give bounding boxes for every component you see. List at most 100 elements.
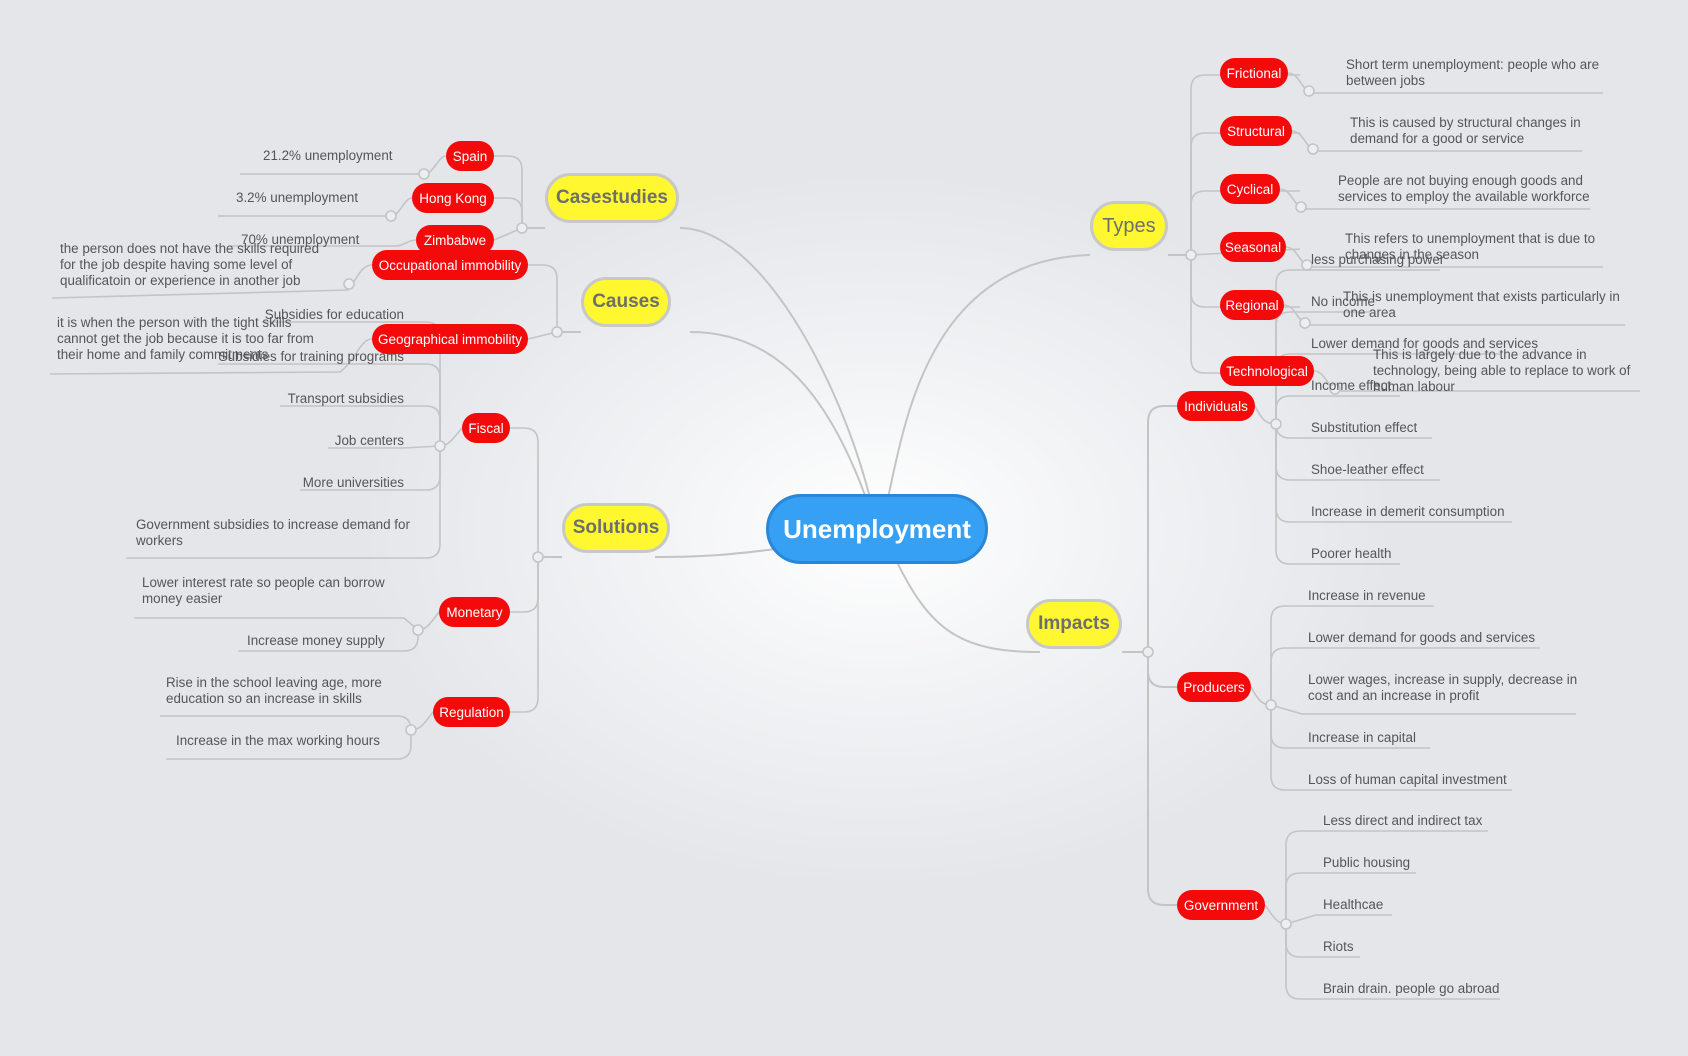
leaf-individuals-5: Shoe-leather effect [1311,462,1424,477]
subtopic-producers[interactable]: Producers [1177,672,1251,702]
leaf-government-0: Less direct and indirect tax [1323,813,1483,828]
connector-dot [1299,317,1311,329]
connector [1285,872,1316,924]
subtopic-spain[interactable]: Spain [446,141,494,171]
connector [1270,647,1302,705]
connector-dot [516,222,528,234]
connector-dot [1295,201,1307,213]
subtopic-government[interactable]: Government [1177,890,1265,920]
leaf-spain: 21.2% unemployment [263,148,393,163]
connector [494,197,523,228]
leaf-zimbabwe: 70% unemployment [241,232,360,247]
connector-dot [418,168,430,180]
topic-solutions[interactable]: Solutions [562,503,670,553]
topic-casestudies[interactable]: Casestudies [545,173,679,223]
connector-dot [434,440,446,452]
connector [403,630,419,652]
leaf-individuals-4: Substitution effect [1311,420,1418,435]
leaf-government-3: Riots [1323,939,1354,954]
connector-dot [1303,85,1315,97]
leaf-regulation-1: Increase in the max working hours [176,733,380,748]
subtopic-monetary[interactable]: Monetary [439,597,510,627]
connector-dot [551,326,563,338]
leaf-geographical-immobility: it is when the person with the tight ski… [57,315,314,362]
connector [510,557,539,713]
connector-dot [412,624,424,636]
connector [1147,652,1177,906]
subtopic-hong-kong[interactable]: Hong Kong [412,183,494,213]
subtopic-structural[interactable]: Structural [1220,116,1292,146]
leaf-regional: This is unemployment that exists particu… [1343,289,1620,320]
leaf-fiscal-4: More universities [302,475,404,490]
subtopic-occupational-immobility[interactable]: Occupational immobility [372,250,528,280]
leaf-government-4: Brain drain. people go abroad [1323,981,1500,996]
subtopic-seasonal[interactable]: Seasonal [1220,232,1286,262]
connector [403,445,441,449]
subtopic-frictional[interactable]: Frictional [1220,58,1288,88]
leaf-individuals-7: Poorer health [1311,546,1392,561]
subtopic-technological[interactable]: Technological [1220,356,1314,386]
connector [404,446,441,491]
subtopic-regulation[interactable]: Regulation [433,697,510,727]
connector [679,227,871,499]
leaf-fiscal-2: Transport subsidies [287,391,404,406]
leaf-individuals-2: Lower demand for goods and services [1311,336,1539,351]
connector [49,338,373,375]
leaf-fiscal-5: Government subsidies to increase demand … [136,517,410,548]
leaf-individuals-6: Increase in demerit consumption [1311,504,1505,519]
connector-dot [385,210,397,222]
subtopic-regional[interactable]: Regional [1220,290,1284,320]
connector [1190,255,1300,374]
connector [396,730,412,760]
connector [1275,395,1306,424]
leaf-individuals-0: less purchasing power [1311,252,1445,267]
connector-dot [1185,249,1197,261]
topic-impacts[interactable]: Impacts [1026,599,1122,649]
leaf-producers-0: Increase in revenue [1308,588,1426,603]
connector [895,559,1041,653]
topic-causes[interactable]: Causes [581,277,671,327]
connector [1190,74,1300,255]
subtopic-fiscal[interactable]: Fiscal [462,413,510,443]
leaf-individuals-3: Income effect [1311,378,1392,393]
central-topic[interactable]: Unemployment [766,494,988,564]
leaf-structural: This is caused by structural changes in … [1350,115,1581,146]
topic-types[interactable]: Types [1090,201,1168,251]
leaf-government-1: Public housing [1323,855,1411,870]
connector [1190,132,1300,255]
leaf-government-2: Healthcae [1323,897,1384,912]
connector [404,405,441,446]
leaf-regulation-0: Rise in the school leaving age, more edu… [166,675,382,706]
connector [1190,190,1300,255]
leaf-fiscal-0: Subsidies for education [264,307,404,322]
connector [510,557,539,613]
connector [404,363,441,446]
leaf-producers-1: Lower demand for goods and services [1308,630,1536,645]
connector [1285,830,1316,924]
subtopic-cyclical[interactable]: Cyclical [1220,174,1280,204]
connector [1270,705,1302,791]
connector [1275,269,1306,424]
connector [1147,405,1177,652]
connector [404,446,441,559]
leaf-fiscal-1: Subsidies for training programs [218,349,404,364]
leaf-technological: This is largely due to the advance in te… [1373,347,1631,394]
connector-dot [1265,699,1277,711]
connector [887,254,1091,499]
leaf-producers-3: Increase in capital [1308,730,1416,745]
connector [1270,705,1302,749]
leaf-seasonal: This refers to unemployment that is due … [1345,231,1596,262]
connector [510,427,539,557]
connector [1275,424,1306,481]
connector [1285,924,1316,958]
subtopic-geographical-immobility[interactable]: Geographical immobility [372,324,528,354]
leaf-occupational-immobility: the person does not have the skills requ… [60,241,320,288]
leaf-individuals-1: No income [1311,294,1376,309]
leaf-monetary-1: Increase money supply [247,633,385,648]
connector [689,331,867,499]
leaf-hong-kong: 3.2% unemployment [236,190,359,205]
connector [1270,605,1302,705]
subtopic-individuals[interactable]: Individuals [1177,391,1255,421]
